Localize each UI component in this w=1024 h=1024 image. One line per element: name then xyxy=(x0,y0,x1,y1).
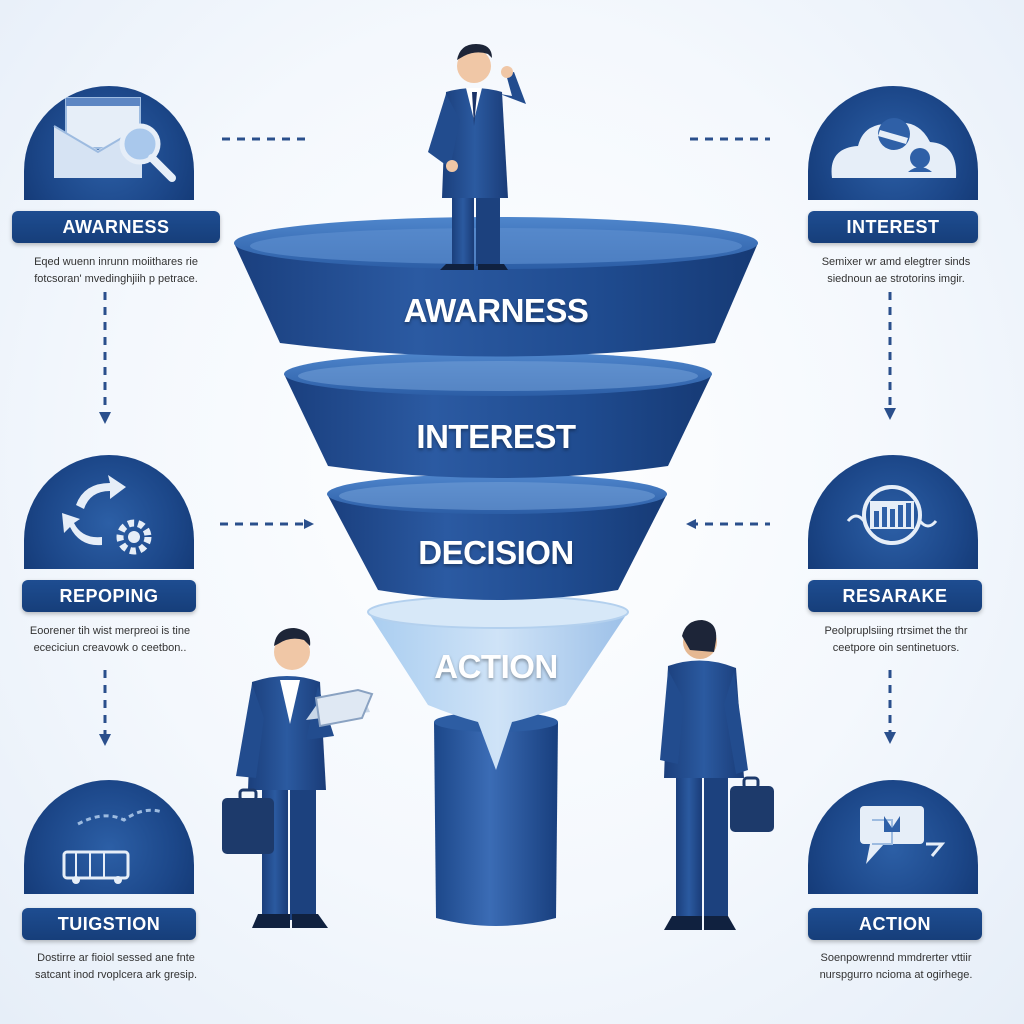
card-bottom-right-description: Soenpowrennd mmdrerter vttiir nurspgurro… xyxy=(819,952,973,981)
funnel-label-action: ACTION xyxy=(434,648,558,685)
card-bottom-left-title: TUIGSTION xyxy=(22,908,196,940)
card-mid-right-title: RESARAKE xyxy=(808,580,982,612)
card-bottom-left-description: Dostirre ar fioiol sessed ane fnte satca… xyxy=(34,952,198,981)
envelope-search-icon xyxy=(24,86,194,200)
card-mid-left-title: REPOPING xyxy=(22,580,196,612)
cycle-gear-icon xyxy=(24,455,194,569)
card-bottom-right-title: ACTION xyxy=(808,908,982,940)
funnel-stage-action xyxy=(368,604,628,770)
chart-board-icon xyxy=(808,455,978,569)
connector-lines xyxy=(103,137,892,742)
funnel-stage-awarness xyxy=(234,243,758,357)
funnel-stage-decision xyxy=(327,494,667,600)
chat-bubble-icon xyxy=(808,780,978,894)
card-top-right-description: Semixer wr amd elegtrer sinds siednoun a… xyxy=(821,256,971,285)
screen-path-icon xyxy=(24,780,194,894)
funnel-spout xyxy=(434,722,558,926)
card-top-right-title: INTEREST xyxy=(808,211,978,243)
card-mid-right-description: Peolpruplsiing rtrsimet the thr ceetpore… xyxy=(824,625,968,654)
funnel-label-decision: DECISION xyxy=(418,534,574,571)
businessman-right-figure xyxy=(660,620,774,930)
card-top-left-description: Eqed wuenn inrunn moiithares rie fotcsor… xyxy=(34,256,198,285)
funnel-stage-interest xyxy=(284,374,712,478)
businessman-top-figure xyxy=(428,44,526,270)
funnel-label-interest: INTEREST xyxy=(416,418,576,455)
card-mid-left-description: Eoorener tih wist merpreoi is tine ececi… xyxy=(29,625,191,654)
cloud-person-icon xyxy=(808,86,978,200)
funnel-label-awarness: AWARNESS xyxy=(403,292,589,329)
card-top-left-title: AWARNESS xyxy=(12,211,220,243)
businessman-left-figure xyxy=(222,628,374,928)
